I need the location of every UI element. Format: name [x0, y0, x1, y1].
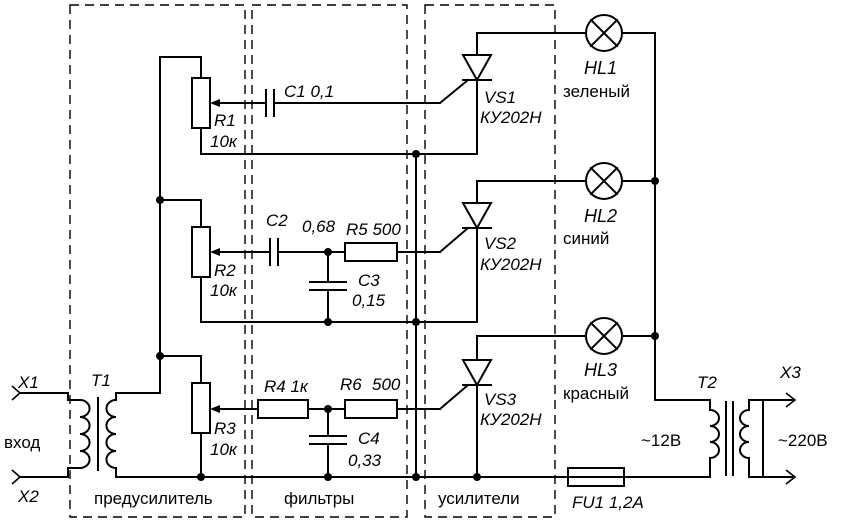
label-c4: C4 — [358, 429, 380, 448]
label-hl1: HL1 — [584, 58, 617, 78]
transformer-t2 — [708, 392, 797, 485]
label-section-amps: усилители — [438, 489, 520, 508]
label-c3-value: 0,15 — [352, 291, 386, 310]
common-bus — [115, 153, 577, 481]
label-r1-name: R1 — [214, 111, 236, 130]
label-fu1: FU1 1,2А — [572, 493, 644, 512]
label-r6: R6 — [340, 375, 362, 394]
label-t2: T2 — [697, 373, 717, 392]
label-hl3: HL3 — [584, 360, 617, 380]
label-section-filters: фильтры — [284, 489, 354, 508]
lamp-bus — [651, 32, 711, 401]
label-r6-value: 500 — [372, 375, 401, 394]
label-vs2: VS2 — [484, 234, 517, 253]
label-12v: ~12В — [641, 431, 681, 450]
label-t1: T1 — [91, 371, 111, 390]
amplifiers-block — [424, 4, 556, 518]
label-vs3: VS3 — [484, 390, 517, 409]
label-r2-value: 10к — [210, 281, 238, 300]
potentiometer-r1 — [191, 77, 220, 155]
label-section-preamp: предусилитель — [94, 489, 213, 508]
input-terminals — [11, 385, 69, 485]
label-r4: R4 1к — [264, 377, 309, 396]
label-c4-value: 0,33 — [348, 451, 382, 470]
label-hl3-color: красный — [563, 384, 629, 403]
channel-1-signal — [200, 78, 478, 158]
label-vs1-type: КУ202Н — [480, 108, 542, 127]
preamp-block — [69, 4, 246, 518]
label-r3-name: R3 — [214, 419, 236, 438]
label-vs3-type: КУ202Н — [480, 410, 542, 429]
label-hl2: HL2 — [584, 206, 617, 226]
lamp-hl2 — [585, 162, 656, 200]
label-c1: C1 0,1 — [284, 82, 334, 101]
channel-2-signal — [200, 226, 478, 326]
label-input: вход — [4, 433, 40, 452]
potentiometer-r3 — [191, 382, 220, 478]
label-hl1-color: зеленый — [563, 82, 630, 101]
label-x3: X3 — [779, 363, 801, 382]
lamp-hl1 — [585, 14, 656, 52]
preamp-bus — [156, 56, 202, 394]
lamp-hl3 — [585, 317, 656, 355]
thyristor-vs2 — [461, 180, 587, 323]
label-c2: C2 — [266, 211, 288, 230]
label-x2: X2 — [17, 487, 39, 506]
label-c3: C3 — [358, 271, 380, 290]
potentiometer-r2 — [191, 226, 220, 323]
label-hl2-color: синий — [563, 229, 609, 248]
transformer-t1 — [67, 392, 161, 478]
thyristor-vs1 — [461, 32, 587, 155]
label-r5: R5 500 — [346, 220, 401, 239]
fuse-fu1 — [567, 467, 711, 487]
label-r1-value: 10к — [210, 132, 238, 151]
filters-block — [251, 4, 408, 518]
channel-3-signal — [219, 383, 470, 481]
label-r3-value: 10к — [210, 440, 238, 459]
thyristor-vs3 — [461, 335, 587, 478]
label-vs2-type: КУ202Н — [480, 255, 542, 274]
label-r2-name: R2 — [214, 261, 236, 280]
label-c2-value: 0,68 — [302, 217, 336, 236]
label-x1: X1 — [17, 373, 39, 392]
label-220v: ~220В — [778, 431, 828, 450]
label-vs1: VS1 — [484, 88, 516, 107]
